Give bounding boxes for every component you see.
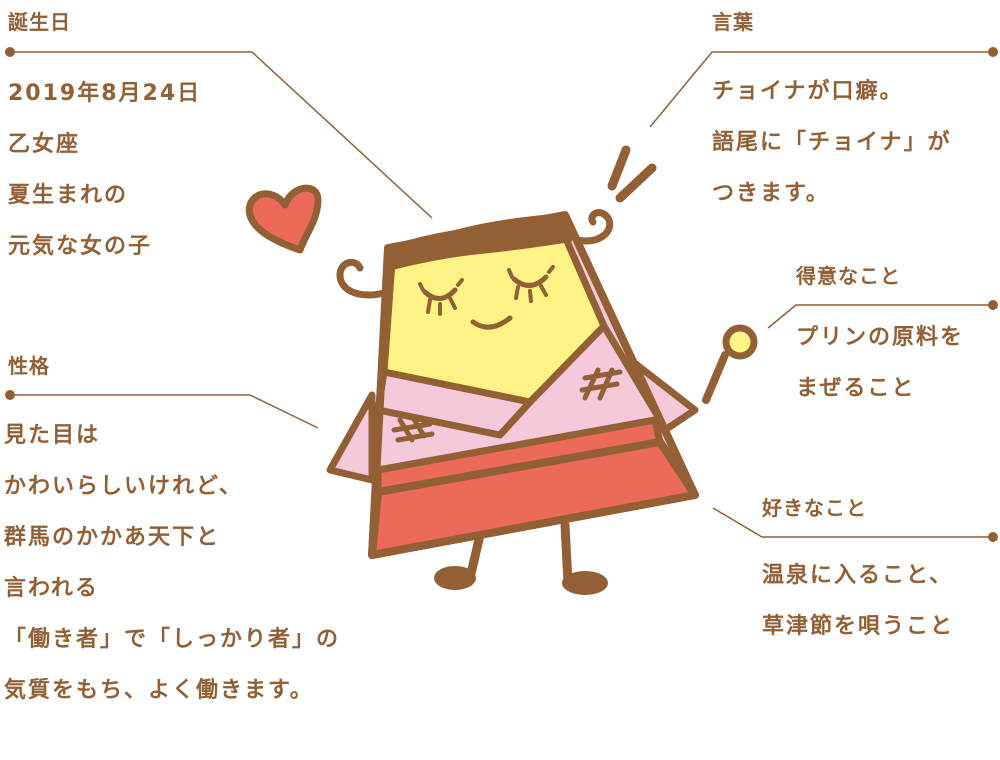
words-heading: 言葉 — [712, 10, 754, 34]
text-line: 乙女座 — [8, 132, 81, 157]
words-text: チョイナが口癖。 語尾に「チョイナ」が つきます。 — [712, 66, 952, 219]
text-line: 草津節を唄うこと — [762, 614, 955, 639]
character-illustration — [326, 145, 758, 595]
text-line: 見た目は — [4, 423, 101, 448]
skills-callout-line — [767, 304, 993, 329]
pattern — [579, 367, 623, 401]
birthday-heading: 誕生日 — [8, 10, 71, 34]
text-line: 温泉に入ること、 — [762, 563, 954, 588]
callout-dot — [5, 390, 15, 400]
text-line: かわいらしいけれど、 — [4, 474, 243, 499]
left-sleeve — [326, 391, 376, 484]
exclamation-icon — [615, 163, 657, 203]
text-line: チョイナが口癖。 — [712, 79, 904, 104]
exclamation-icon — [607, 145, 631, 191]
likes-text: 温泉に入ること、 草津節を唄うこと — [762, 550, 954, 652]
likes-heading: 好きなこと — [762, 496, 867, 520]
personality-text: 見た目は かわいらしいけれど、 群馬のかかあ天下と 言われる 「働き者」で「しっ… — [4, 410, 340, 716]
text-line: まぜること — [796, 376, 916, 401]
callout-dot — [5, 47, 15, 57]
text-line: プリンの原料を — [796, 325, 965, 350]
left-foot — [434, 566, 476, 590]
callout-dot — [988, 532, 998, 542]
text-line: 2019年8月24日 — [8, 81, 202, 106]
birthday-callout-line — [10, 51, 433, 219]
caramel-top — [386, 213, 572, 270]
text-line: 元気な女の子 — [8, 234, 153, 259]
pattern — [391, 413, 435, 443]
skills-heading: 得意なこと — [796, 264, 901, 288]
skirt — [368, 438, 699, 559]
curl-right — [574, 209, 614, 245]
curl-left — [336, 258, 396, 299]
personality-callout-line — [10, 394, 319, 429]
text-line: 群馬のかかあ天下と — [4, 525, 221, 550]
mouth — [470, 315, 513, 330]
text-line: 気質をもち、よく働きます。 — [4, 678, 314, 703]
birthday-text: 2019年8月24日 乙女座 夏生まれの 元気な女の子 — [8, 68, 201, 272]
callout-dot — [988, 300, 998, 310]
text-line: 言われる — [4, 576, 99, 601]
wand-stick — [702, 351, 729, 404]
text-line: 夏生まれの — [8, 183, 129, 208]
skills-text: プリンの原料を まぜること — [796, 312, 964, 414]
callout-dot — [988, 47, 998, 57]
likes-callout-line — [712, 507, 993, 538]
right-foot — [562, 571, 608, 595]
wand-head — [722, 324, 758, 360]
left-eye — [422, 287, 458, 301]
words-callout-line — [649, 51, 993, 128]
right-eye — [511, 274, 549, 288]
heart-icon — [245, 184, 322, 254]
text-line: つきます。 — [712, 181, 830, 206]
text-line: 語尾に「チョイナ」が — [712, 130, 952, 155]
personality-heading: 性格 — [8, 354, 50, 378]
text-line: 「働き者」で「しっかり者」の — [4, 627, 341, 652]
